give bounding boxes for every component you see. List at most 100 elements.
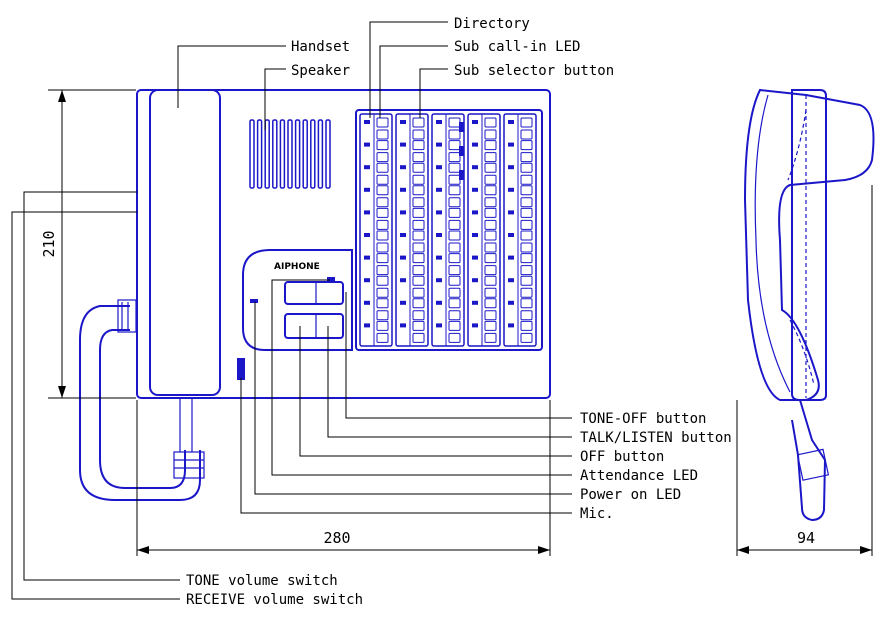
sub-selector-button[interactable] (520, 320, 533, 331)
sub-selector-button[interactable] (484, 310, 497, 321)
sub-selector-button[interactable] (376, 298, 389, 309)
sub-selector-button[interactable] (376, 219, 389, 230)
sub-selector-button[interactable] (520, 310, 533, 321)
sub-selector-button[interactable] (412, 253, 425, 264)
sub-selector-button[interactable] (448, 298, 461, 309)
sub-selector-button[interactable] (448, 162, 461, 173)
sub-selector-button[interactable] (412, 287, 425, 298)
sub-selector-button[interactable] (448, 117, 461, 128)
sub-selector-button[interactable] (448, 185, 461, 196)
sub-selector-button[interactable] (376, 230, 389, 241)
sub-selector-button[interactable] (376, 287, 389, 298)
sub-selector-button[interactable] (448, 310, 461, 321)
sub-selector-button[interactable] (412, 332, 425, 343)
sub-selector-button[interactable] (376, 320, 389, 331)
sub-selector-button[interactable] (412, 117, 425, 128)
sub-selector-button[interactable] (376, 152, 389, 163)
sub-selector-button[interactable] (448, 152, 461, 163)
sub-selector-button[interactable] (484, 129, 497, 140)
sub-selector-button[interactable] (484, 253, 497, 264)
sub-selector-button[interactable] (376, 185, 389, 196)
sub-selector-button[interactable] (412, 219, 425, 230)
sub-selector-button[interactable] (520, 219, 533, 230)
sub-selector-button[interactable] (376, 310, 389, 321)
sub-selector-button[interactable] (520, 129, 533, 140)
sub-selector-button[interactable] (520, 298, 533, 309)
sub-selector-button[interactable] (484, 298, 497, 309)
sub-selector-button[interactable] (376, 140, 389, 151)
sub-selector-button[interactable] (376, 197, 389, 208)
sub-selector-button[interactable] (484, 197, 497, 208)
sub-selector-button[interactable] (520, 185, 533, 196)
sub-selector-button[interactable] (484, 320, 497, 331)
sub-selector-button[interactable] (484, 265, 497, 276)
sub-selector-button[interactable] (412, 185, 425, 196)
sub-selector-button[interactable] (412, 162, 425, 173)
sub-selector-button[interactable] (376, 207, 389, 218)
sub-selector-button[interactable] (520, 265, 533, 276)
sub-selector-button[interactable] (412, 129, 425, 140)
sub-selector-button[interactable] (412, 275, 425, 286)
sub-selector-button[interactable] (520, 152, 533, 163)
sub-selector-button[interactable] (376, 174, 389, 185)
talk-listen-button[interactable] (284, 313, 344, 339)
sub-selector-button[interactable] (484, 152, 497, 163)
tone-off-button[interactable] (284, 281, 344, 305)
sub-selector-button[interactable] (448, 219, 461, 230)
sub-selector-button[interactable] (448, 253, 461, 264)
sub-selector-button[interactable] (448, 265, 461, 276)
sub-selector-button[interactable] (412, 298, 425, 309)
sub-selector-button[interactable] (484, 207, 497, 218)
sub-selector-button[interactable] (484, 230, 497, 241)
sub-selector-button[interactable] (412, 197, 425, 208)
sub-selector-button[interactable] (448, 140, 461, 151)
sub-selector-button[interactable] (376, 253, 389, 264)
sub-selector-button[interactable] (448, 129, 461, 140)
sub-selector-button[interactable] (520, 287, 533, 298)
sub-selector-button[interactable] (520, 197, 533, 208)
sub-selector-button[interactable] (412, 207, 425, 218)
sub-selector-button[interactable] (520, 242, 533, 253)
sub-selector-button[interactable] (448, 174, 461, 185)
sub-selector-button[interactable] (448, 230, 461, 241)
sub-selector-button[interactable] (520, 207, 533, 218)
sub-selector-button[interactable] (448, 242, 461, 253)
sub-selector-button[interactable] (412, 320, 425, 331)
sub-selector-button[interactable] (484, 140, 497, 151)
sub-selector-button[interactable] (520, 117, 533, 128)
sub-selector-button[interactable] (412, 152, 425, 163)
sub-selector-button[interactable] (412, 242, 425, 253)
sub-selector-button[interactable] (376, 332, 389, 343)
sub-selector-button[interactable] (448, 287, 461, 298)
sub-selector-button[interactable] (376, 162, 389, 173)
sub-selector-button[interactable] (448, 207, 461, 218)
sub-selector-button[interactable] (376, 265, 389, 276)
sub-selector-button[interactable] (520, 174, 533, 185)
sub-selector-button[interactable] (520, 253, 533, 264)
sub-selector-button[interactable] (520, 230, 533, 241)
sub-selector-button[interactable] (412, 310, 425, 321)
sub-selector-button[interactable] (484, 185, 497, 196)
sub-selector-button[interactable] (484, 242, 497, 253)
sub-selector-button[interactable] (376, 117, 389, 128)
sub-selector-button[interactable] (484, 162, 497, 173)
sub-selector-button[interactable] (484, 117, 497, 128)
sub-selector-button[interactable] (520, 162, 533, 173)
sub-selector-button[interactable] (520, 140, 533, 151)
sub-selector-button[interactable] (448, 320, 461, 331)
sub-selector-button[interactable] (484, 332, 497, 343)
sub-selector-button[interactable] (484, 287, 497, 298)
sub-selector-button[interactable] (412, 174, 425, 185)
sub-selector-button[interactable] (412, 140, 425, 151)
sub-selector-button[interactable] (484, 275, 497, 286)
sub-selector-button[interactable] (484, 174, 497, 185)
sub-selector-button[interactable] (448, 197, 461, 208)
sub-selector-button[interactable] (520, 332, 533, 343)
sub-selector-button[interactable] (520, 275, 533, 286)
sub-selector-button[interactable] (412, 230, 425, 241)
sub-selector-button[interactable] (376, 129, 389, 140)
sub-selector-button[interactable] (448, 275, 461, 286)
sub-selector-button[interactable] (448, 332, 461, 343)
sub-selector-button[interactable] (376, 275, 389, 286)
sub-selector-button[interactable] (484, 219, 497, 230)
